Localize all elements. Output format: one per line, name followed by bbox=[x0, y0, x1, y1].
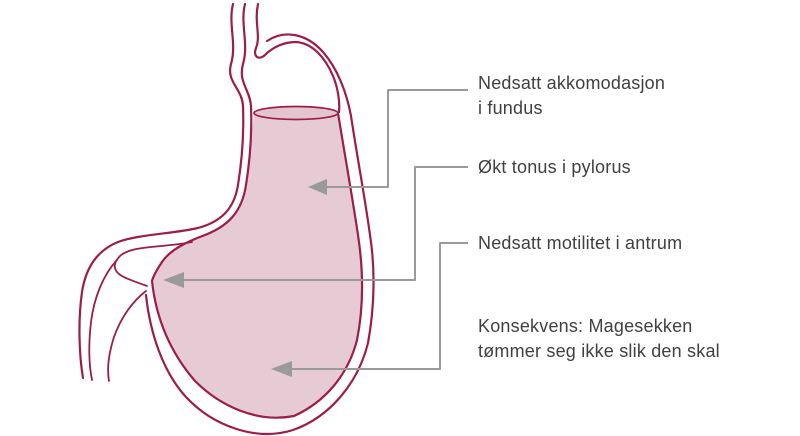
pylorus-curl-line bbox=[113, 241, 193, 287]
liquid-level-ellipse bbox=[253, 105, 339, 121]
leader-line-pylorus bbox=[180, 166, 468, 281]
esophagus-outer-wall bbox=[78, 2, 245, 380]
leader-line-antrum bbox=[288, 242, 468, 370]
stomach-inner-wall bbox=[150, 2, 364, 419]
label-fundus: Nedsatt akkomodasjon i fundus bbox=[478, 73, 666, 118]
label-consequence: Konsekvens: Magesekken tømmer seg ikke s… bbox=[478, 316, 720, 361]
label-antrum: Nedsatt motilitet i antrum bbox=[478, 233, 683, 253]
pylorus-arrow-left-icon bbox=[163, 272, 184, 288]
fundus-inner-dome-line bbox=[254, 2, 341, 114]
duodenum-lower-line bbox=[107, 290, 147, 382]
stomach-content-fill bbox=[152, 113, 362, 418]
leader-line-fundus bbox=[323, 89, 468, 188]
fundus-arrow-left-icon bbox=[308, 179, 327, 195]
antrum-arrow-left-icon bbox=[271, 361, 292, 377]
label-pylorus: Økt tonus i pylorus bbox=[478, 157, 631, 177]
duodenum-inner-line bbox=[88, 259, 118, 381]
stomach-outer-wall bbox=[144, 33, 375, 435]
